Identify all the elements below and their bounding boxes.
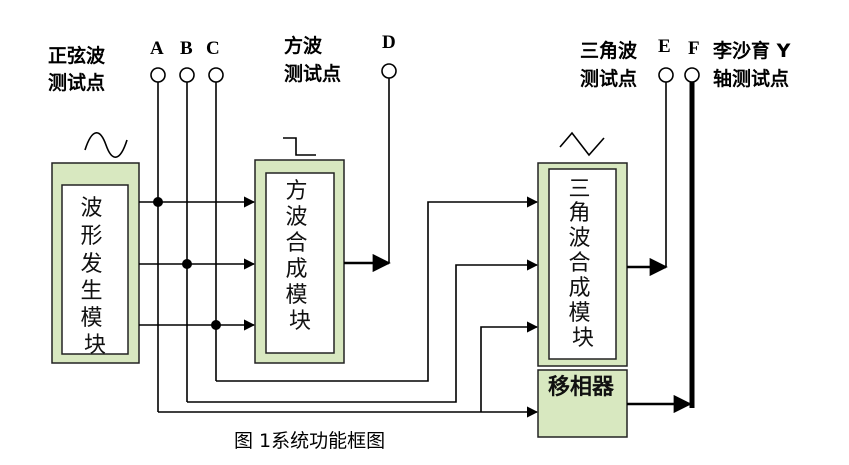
wire-b-to-triangle — [187, 259, 539, 403]
wire-a-to-triangle — [480, 321, 539, 412]
square-synth-inner — [265, 172, 335, 354]
phase-shifter-label: 移相器 — [548, 374, 615, 400]
terminal-c — [208, 67, 224, 83]
sine-test-point-label: 正弦波 测试点 — [48, 44, 112, 94]
terminal-f — [684, 67, 700, 83]
junction-b — [182, 259, 192, 269]
terminal-e — [658, 67, 674, 83]
square-synth-label: 方 波 合 成 模 块 — [285, 179, 314, 334]
triangle-wave-icon — [559, 131, 605, 157]
pin-c-label: C — [206, 38, 220, 59]
pin-d-label: D — [382, 32, 396, 53]
square-test-point-label: 方波 测试点 — [284, 34, 341, 85]
terminal-d — [381, 63, 397, 79]
triangle-synth-inner — [548, 168, 617, 360]
waveform-generator-inner — [61, 184, 129, 355]
pin-a-label: A — [150, 38, 164, 59]
sine-wave-icon — [84, 132, 128, 158]
y-axis-test-point-label: 李沙育 Y 轴测试点 — [712, 39, 797, 90]
figure-caption: 图 1系统功能框图 — [234, 430, 385, 452]
pin-f-label: F — [688, 38, 700, 59]
triangle-synth-label: 三 角 波 合 成 模 块 — [568, 177, 597, 351]
junction-c — [211, 320, 221, 330]
junction-a — [153, 197, 163, 207]
terminal-b — [179, 67, 195, 83]
wire-c-to-triangle — [216, 196, 539, 382]
pin-b-label: B — [180, 38, 193, 59]
triangle-test-point-label: 三角波 测试点 — [580, 39, 644, 90]
pin-e-label: E — [658, 36, 671, 57]
terminal-a — [150, 67, 166, 83]
square-wave-icon — [283, 137, 316, 156]
phase-shifter-block — [537, 369, 628, 438]
waveform-generator-label: 波 形 发 生 模 块 — [80, 196, 109, 358]
